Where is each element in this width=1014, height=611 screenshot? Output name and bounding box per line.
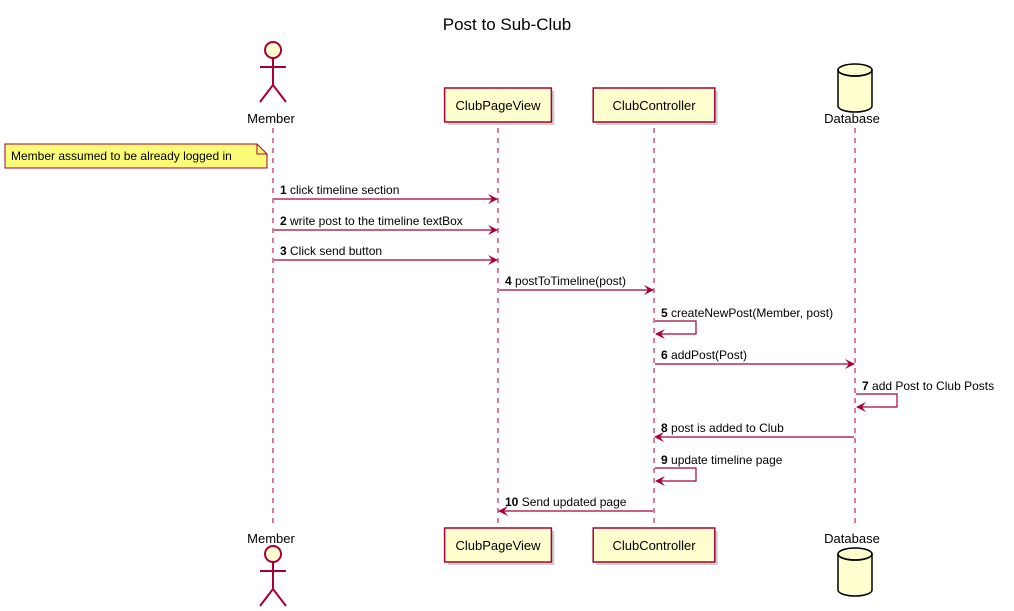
message-1: 1 click timeline section <box>274 183 498 204</box>
participant-clubcontroller-bottom-box: ClubController <box>592 527 718 565</box>
message-label: 5 createNewPost(Member, post) <box>661 306 833 320</box>
message-label: 6 addPost(Post) <box>661 348 747 362</box>
message-number: 3 <box>280 244 290 258</box>
message-number: 6 <box>661 348 671 362</box>
message-text: addPost(Post) <box>671 348 747 362</box>
database-icon <box>837 63 873 113</box>
actor-icon <box>259 41 287 103</box>
message-3: 3 Click send button <box>274 244 498 265</box>
message-number: 8 <box>661 421 671 435</box>
participant-clubcontroller-bottom-label: ClubController <box>612 538 696 553</box>
participant-clubcontroller-label: ClubController <box>612 98 696 113</box>
message-arrow <box>856 393 898 412</box>
message-text: createNewPost(Member, post) <box>671 306 833 320</box>
message-10: 10 Send updated page <box>498 495 653 516</box>
messages: 1 click timeline section 2 write post to … <box>274 183 994 516</box>
message-label: 1 click timeline section <box>280 183 399 197</box>
message-label: 2 write post to the timeline textBox <box>280 214 463 228</box>
message-text: write post to the timeline textBox <box>289 214 463 228</box>
message-text: add Post to Club Posts <box>872 379 994 393</box>
message-number: 9 <box>661 453 671 467</box>
diagram-title: Post to Sub-Club <box>443 15 572 34</box>
participant-clubpageview-bottom-label: ClubPageView <box>455 538 541 553</box>
message-number: 10 <box>505 495 522 509</box>
participant-database-label-bottom: Database <box>824 531 880 546</box>
actor-icon <box>259 545 287 607</box>
participant-database-label: Database <box>824 111 880 126</box>
message-text: post is added to Club <box>671 421 784 435</box>
participant-member-label-bottom: Member <box>247 531 295 546</box>
message-label: 10 Send updated page <box>505 495 627 509</box>
message-number: 7 <box>862 379 872 393</box>
database-icon <box>837 547 873 597</box>
message-label: 7 add Post to Club Posts <box>862 379 994 393</box>
note-text: Member assumed to be already logged in <box>11 149 232 163</box>
message-9: 9 update timeline page <box>655 453 783 486</box>
message-number: 4 <box>505 274 515 288</box>
participant-clubpageview-label: ClubPageView <box>455 98 541 113</box>
participant-clubpageview-bottom-box: ClubPageView <box>443 527 555 565</box>
message-arrow <box>655 320 697 339</box>
message-4: 4 postToTimeline(post) <box>499 274 654 295</box>
message-text: Send updated page <box>522 495 627 509</box>
message-2: 2 write post to the timeline textBox <box>274 214 498 235</box>
message-7: 7 add Post to Club Posts <box>856 379 994 412</box>
note: Member assumed to be already logged in <box>4 143 268 169</box>
message-label: 3 Click send button <box>280 244 382 258</box>
participant-clubpageview-box: ClubPageView <box>443 87 555 125</box>
message-number: 2 <box>280 214 290 228</box>
message-label: 4 postToTimeline(post) <box>505 274 626 288</box>
note-layer: Member assumed to be already logged in <box>4 143 268 169</box>
participants-bottom: Member ClubPageView ClubController Database <box>247 527 880 607</box>
message-number: 5 <box>661 306 671 320</box>
message-text: update timeline page <box>671 453 783 467</box>
message-8: 8 post is added to Club <box>654 421 854 442</box>
message-label: 9 update timeline page <box>661 453 783 467</box>
lifelines <box>272 128 856 527</box>
message-number: 1 <box>280 183 290 197</box>
message-6: 6 addPost(Post) <box>655 348 855 369</box>
participant-clubcontroller-box: ClubController <box>592 87 718 125</box>
message-label: 8 post is added to Club <box>661 421 784 435</box>
participant-member-label: Member <box>247 111 295 126</box>
message-5: 5 createNewPost(Member, post) <box>655 306 833 339</box>
message-text: Click send button <box>290 244 382 258</box>
message-text: click timeline section <box>290 183 399 197</box>
message-text: postToTimeline(post) <box>515 274 626 288</box>
message-arrow <box>655 467 697 486</box>
